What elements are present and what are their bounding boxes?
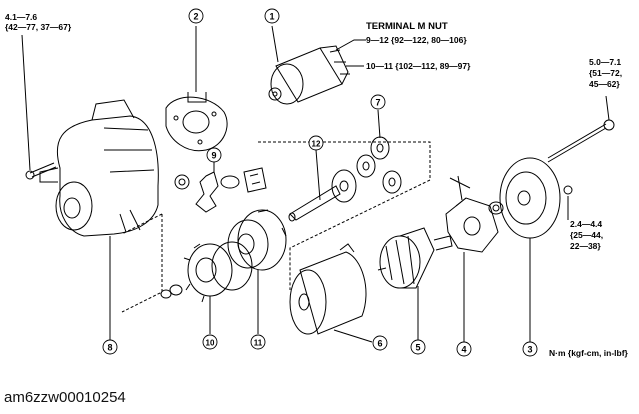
callout-3: 3 [522, 341, 538, 357]
torque-through-bolt-line1: 5.0—7.1 [589, 57, 621, 67]
terminal-value: 9—12 {92—122, 80—106} [366, 35, 467, 45]
callout-2: 2 [188, 8, 204, 24]
torque-cover-screw-line2: {25—44, [570, 230, 603, 240]
svg-text:1: 1 [269, 12, 274, 22]
svg-text:10: 10 [206, 339, 215, 348]
through-bolt [547, 95, 615, 163]
figure-caption: am6zzw00010254 [4, 389, 126, 406]
brush-washer [488, 201, 504, 215]
terminal-title: TERMINAL M NUT [366, 21, 448, 32]
overrunning-clutch [183, 241, 253, 334]
terminal-leaders [335, 39, 366, 67]
torque-housing-bolt-line1: 4.1—7.6 [5, 12, 37, 22]
svg-text:3: 3 [527, 345, 532, 355]
starter-housing [39, 99, 159, 237]
assembly-guide-lines [121, 141, 431, 313]
svg-text:5: 5 [415, 343, 420, 353]
callout-4: 4 [456, 341, 472, 357]
shift-lever [195, 162, 219, 213]
units-label: N·m {kgf-cm, in-lbf} [549, 348, 629, 358]
gear-housing [227, 209, 287, 334]
planetary-gears [356, 109, 402, 194]
svg-text:4: 4 [461, 345, 466, 355]
callout-5: 5 [410, 339, 426, 355]
planetary-shaft [288, 149, 357, 222]
torque-terminal-b: 10—11 {102—112, 89—97} [366, 61, 471, 71]
callout-11: 11 [250, 334, 266, 350]
torque-cover-screw-line3: 22—38} [570, 241, 601, 251]
brush-holder [445, 175, 499, 342]
armature [377, 227, 453, 340]
svg-text:6: 6 [377, 339, 382, 349]
rear-cover [499, 157, 561, 342]
cover-screw [563, 185, 573, 220]
callout-9: 9 [206, 147, 222, 163]
bushing [174, 174, 190, 190]
svg-text:2: 2 [193, 12, 198, 22]
svg-text:7: 7 [375, 98, 380, 108]
callout-1: 1 [264, 8, 280, 24]
torque-labels: 4.1—7.6 {42—77, 37—67} TERMINAL M NUT 9—… [5, 12, 629, 358]
torque-through-bolt-line3: 45—62} [589, 79, 620, 89]
callout-10: 10 [202, 334, 218, 350]
callout-7: 7 [370, 94, 386, 110]
solenoid-switch [268, 25, 350, 105]
svg-text:12: 12 [312, 140, 321, 149]
spring-retainer [220, 167, 267, 193]
snap-ring [160, 284, 183, 299]
callout-6: 6 [372, 335, 388, 351]
svg-text:11: 11 [254, 339, 263, 348]
gasket-plate [165, 26, 228, 152]
yoke [289, 243, 373, 343]
callout-8: 8 [102, 339, 118, 355]
housing-bolt [21, 34, 57, 180]
torque-cover-screw-line1: 2.4—4.4 [570, 219, 602, 229]
torque-housing-bolt-line2: {42—77, 37—67} [5, 22, 72, 32]
svg-text:8: 8 [107, 343, 112, 353]
svg-text:9: 9 [211, 151, 216, 161]
callout-12: 12 [308, 135, 324, 151]
torque-through-bolt-line2: {51—72, [589, 68, 622, 78]
